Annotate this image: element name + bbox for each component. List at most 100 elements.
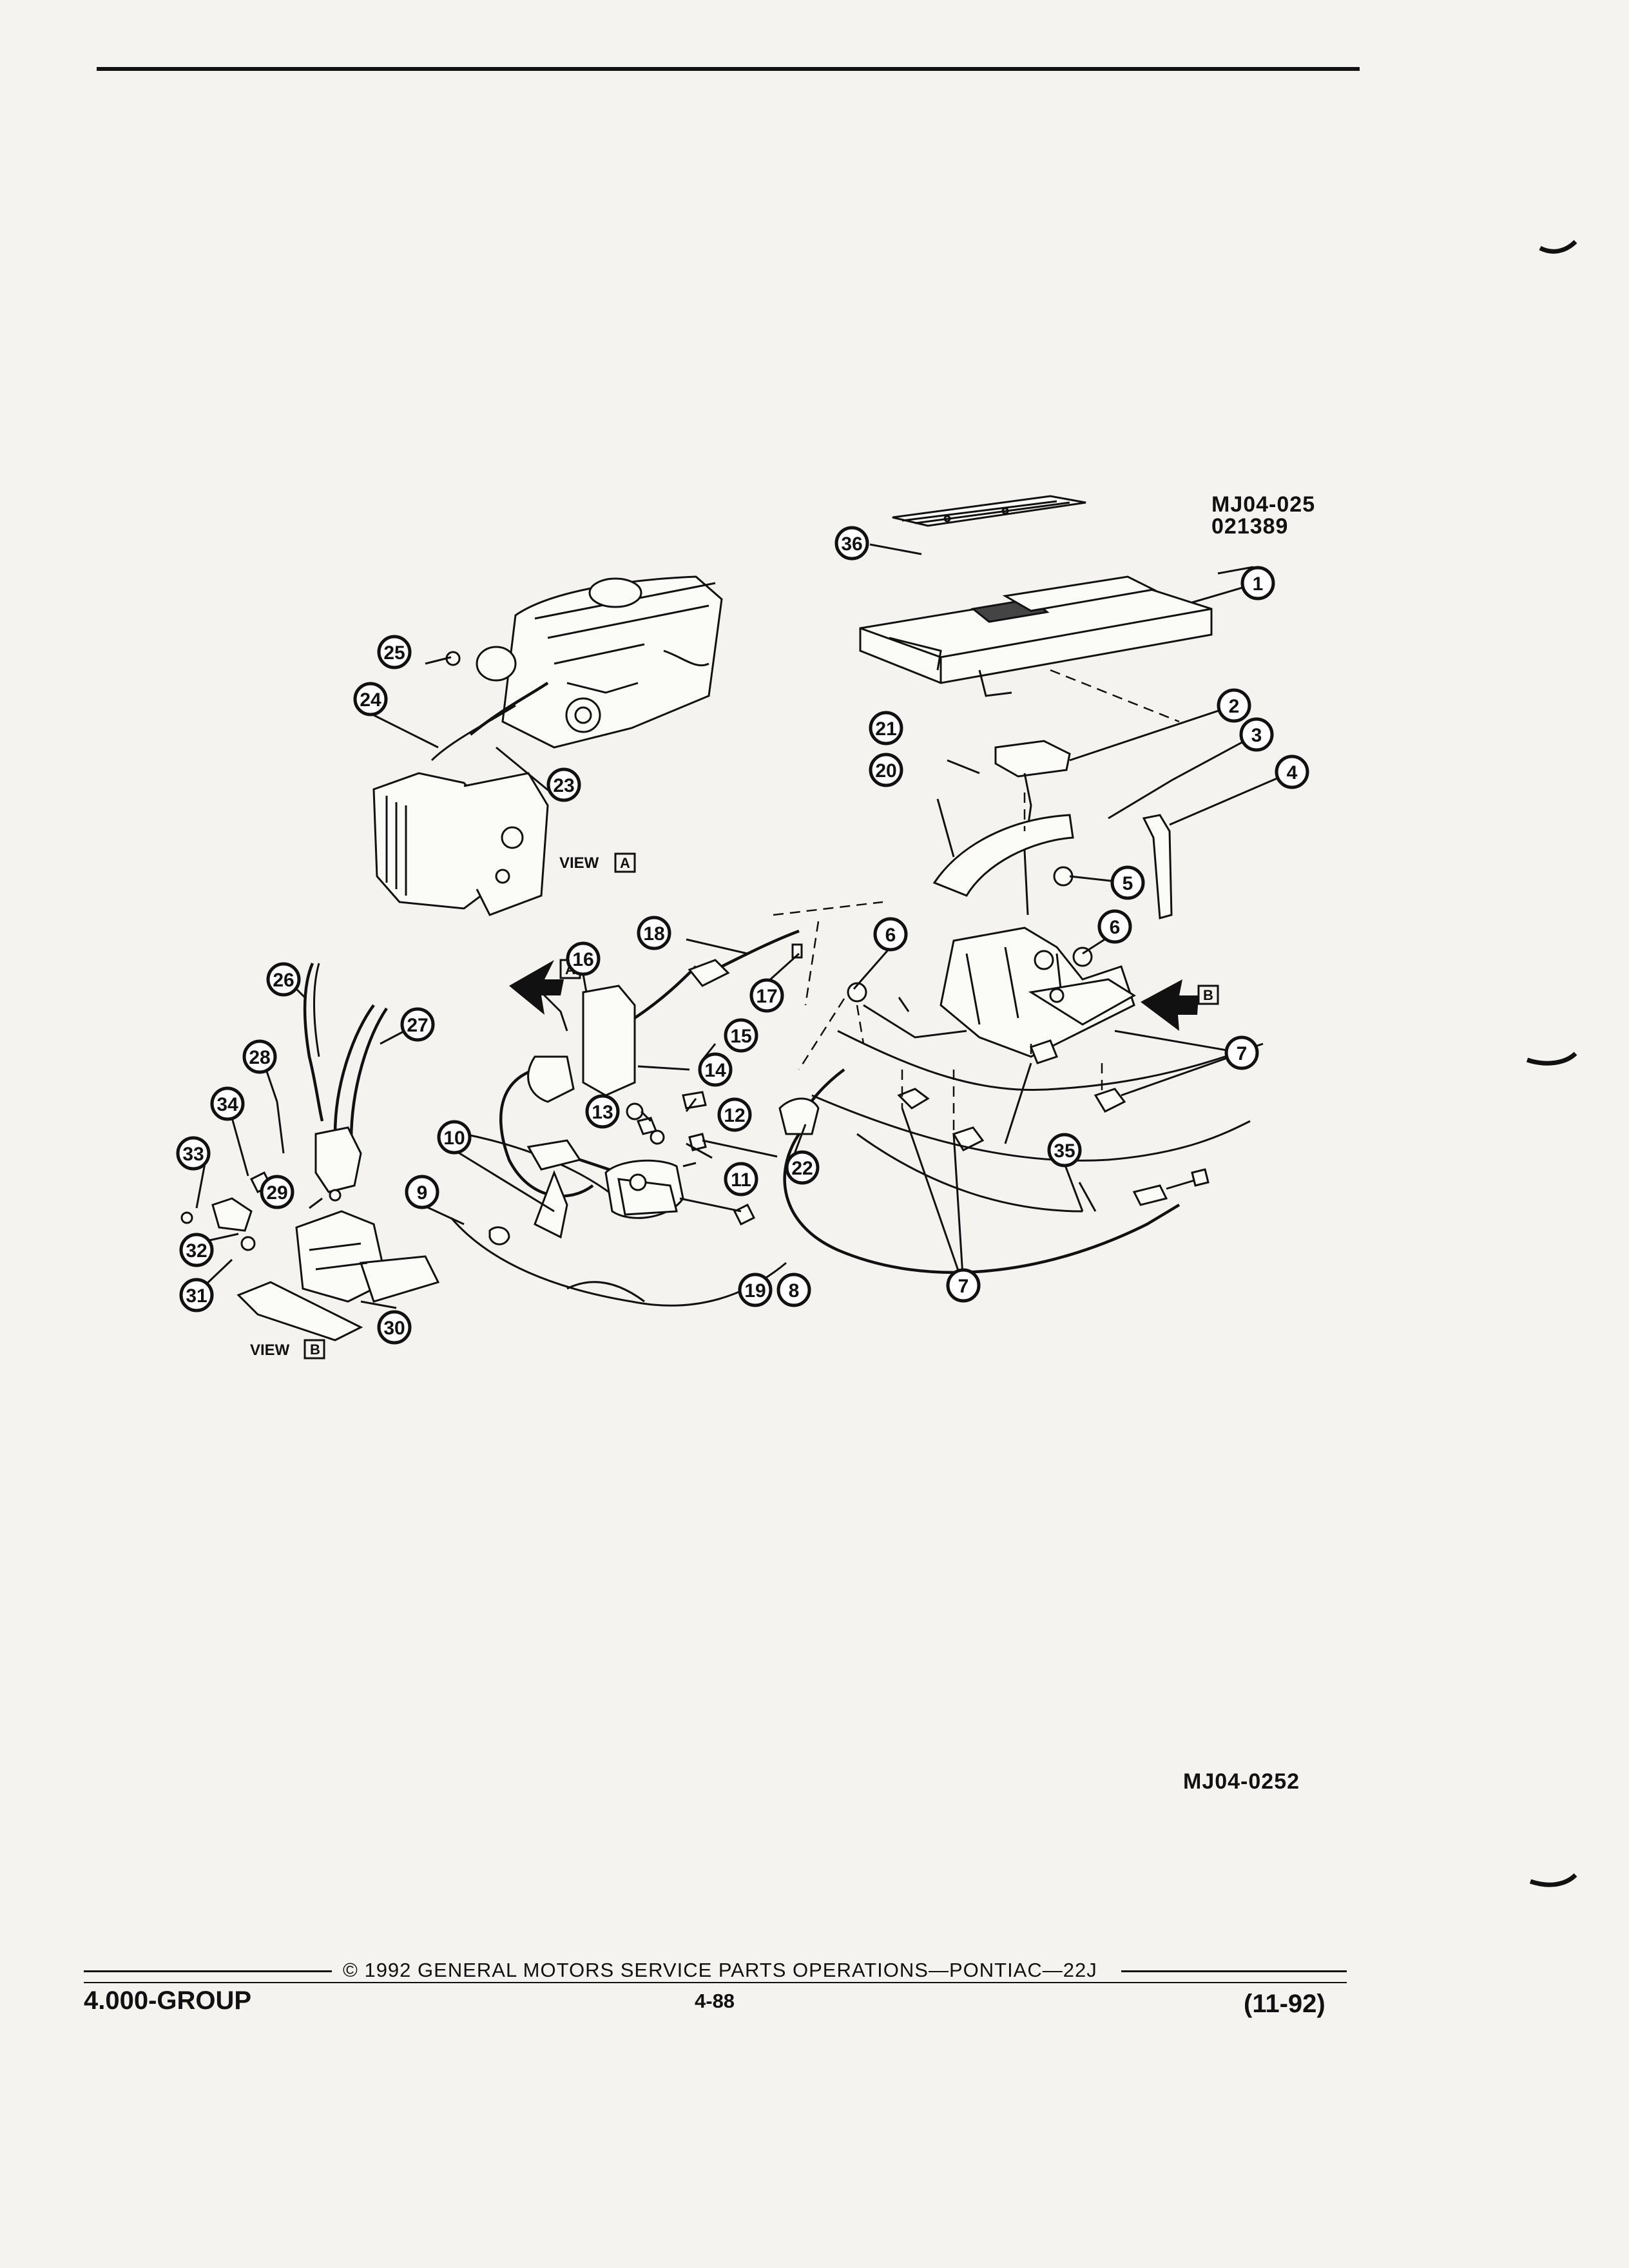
callout-32: 32 (179, 1233, 214, 1267)
svg-text:33: 33 (182, 1144, 204, 1165)
figure-code-top: MJ04-025 (1211, 492, 1316, 517)
svg-text:6: 6 (885, 925, 896, 946)
callout-21: 21 (869, 711, 903, 745)
callout-10: 10 (437, 1120, 472, 1155)
callout-11: 11 (724, 1162, 758, 1196)
view-b-word: VIEW (250, 1341, 290, 1359)
svg-text:34: 34 (217, 1094, 238, 1115)
svg-text:28: 28 (249, 1047, 270, 1068)
view-b-linkage-illustration (180, 963, 440, 1341)
callout-29: 29 (260, 1175, 294, 1209)
callout-4: 4 (1275, 754, 1309, 789)
view-a-engine-illustration (372, 575, 723, 916)
svg-text:21: 21 (875, 718, 896, 740)
callout-27: 27 (400, 1007, 435, 1042)
callout-6-left: 6 (873, 917, 908, 952)
callout-28: 28 (242, 1039, 277, 1074)
svg-text:11: 11 (731, 1169, 751, 1191)
svg-text:12: 12 (724, 1105, 745, 1126)
callout-14: 14 (698, 1052, 733, 1087)
callout-15: 15 (724, 1018, 758, 1053)
floor-pan-outline (450, 1030, 1264, 1307)
callout-22: 22 (785, 1150, 820, 1185)
callout-16: 16 (566, 941, 601, 976)
callout-34: 34 (210, 1086, 245, 1121)
svg-text:14: 14 (704, 1060, 726, 1081)
cable-and-bracket-assembly (488, 929, 1210, 1274)
footer-rule-right (1121, 1970, 1347, 1972)
callout-18: 18 (637, 916, 671, 950)
svg-text:4: 4 (1287, 762, 1298, 783)
arrow-b-letter: B (1203, 987, 1213, 1003)
callout-25: 25 (377, 635, 412, 669)
footer-page-number: 4-88 (695, 1990, 735, 2012)
callout-20: 20 (869, 753, 903, 787)
svg-text:27: 27 (407, 1015, 428, 1036)
callout-1: 1 (1240, 566, 1275, 601)
view-b-label: VIEW B (250, 1339, 325, 1360)
callout-8: 8 (776, 1273, 811, 1307)
top-rule (97, 67, 1360, 71)
svg-text:22: 22 (791, 1158, 813, 1179)
svg-text:36: 36 (841, 533, 862, 555)
footer-date: (11-92) (1244, 1990, 1325, 2018)
view-b-letter: B (310, 1341, 320, 1358)
callout-24: 24 (353, 682, 388, 716)
callout-6-right: 6 (1097, 909, 1132, 944)
callout-7-bottom: 7 (946, 1268, 981, 1303)
svg-text:2: 2 (1229, 696, 1240, 717)
callout-19: 19 (738, 1273, 773, 1307)
svg-text:35: 35 (1054, 1140, 1075, 1162)
callout-35: 35 (1047, 1133, 1082, 1168)
callout-17: 17 (749, 978, 784, 1013)
svg-text:10: 10 (443, 1128, 465, 1149)
svg-text:30: 30 (383, 1318, 405, 1339)
svg-text:23: 23 (553, 775, 574, 796)
svg-text:7: 7 (958, 1276, 969, 1297)
view-a-label: VIEW A (559, 852, 636, 873)
svg-text:7: 7 (1237, 1043, 1248, 1064)
callout-33: 33 (176, 1136, 211, 1171)
assembly-guide-lines (773, 669, 1180, 1134)
callout-13: 13 (585, 1094, 620, 1129)
svg-text:29: 29 (266, 1182, 287, 1204)
callout-26: 26 (266, 962, 301, 997)
callout-30: 30 (377, 1310, 412, 1345)
svg-text:32: 32 (186, 1240, 207, 1262)
callout-36: 36 (834, 526, 869, 561)
callout-12: 12 (717, 1097, 752, 1132)
footer-rule-full (84, 1982, 1347, 1983)
callout-2: 2 (1217, 688, 1251, 723)
console-assembly (859, 495, 1213, 697)
svg-text:8: 8 (789, 1280, 800, 1302)
svg-text:20: 20 (875, 760, 896, 782)
svg-text:17: 17 (756, 986, 777, 1007)
binder-mark-middle (1526, 1052, 1577, 1066)
svg-text:5: 5 (1123, 873, 1133, 894)
svg-text:13: 13 (592, 1102, 613, 1123)
footer-copyright: © 1992 GENERAL MOTORS SERVICE PARTS OPER… (343, 1959, 1097, 1981)
figure-code-bottom: MJ04-0252 (1183, 1769, 1300, 1794)
figure-date-top: 021389 (1211, 514, 1289, 539)
view-a-word: VIEW (559, 854, 599, 872)
callout-5: 5 (1110, 865, 1145, 900)
shifter-assembly (847, 740, 1173, 1151)
svg-text:6: 6 (1110, 917, 1121, 938)
svg-text:31: 31 (186, 1285, 207, 1307)
svg-text:24: 24 (360, 689, 381, 711)
binder-mark-top (1539, 240, 1577, 254)
svg-text:1: 1 (1253, 573, 1264, 595)
svg-text:9: 9 (417, 1182, 428, 1204)
footer-group: 4.000-GROUP (84, 1986, 252, 2015)
svg-text:15: 15 (730, 1026, 751, 1047)
footer-rule-left (84, 1970, 332, 1972)
callout-9: 9 (405, 1175, 439, 1209)
callout-3: 3 (1239, 717, 1274, 752)
svg-text:25: 25 (383, 642, 405, 664)
binder-mark-bottom (1529, 1873, 1577, 1887)
svg-text:3: 3 (1251, 725, 1262, 746)
svg-text:19: 19 (744, 1280, 766, 1302)
callout-31: 31 (179, 1278, 214, 1312)
svg-text:16: 16 (572, 949, 593, 970)
